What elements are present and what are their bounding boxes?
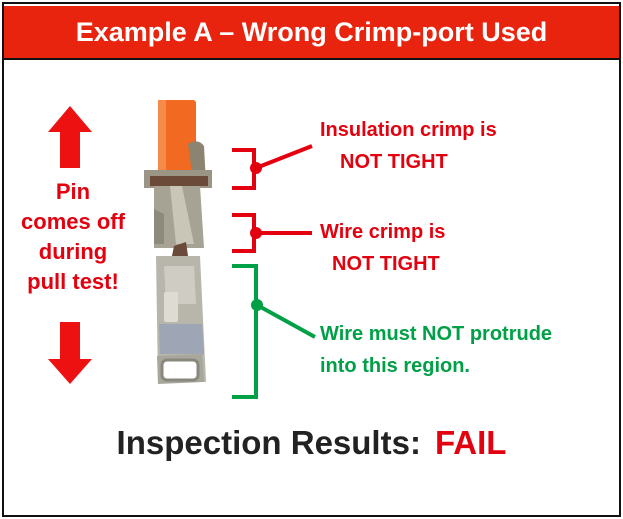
callout-status: NOT TIGHT <box>340 151 448 173</box>
result-label: Inspection Results: <box>116 424 421 461</box>
title-divider <box>4 58 619 60</box>
crimp-pin-photo <box>144 100 212 384</box>
protrude-region-bracket <box>232 264 316 399</box>
note-line: Pin <box>55 179 91 204</box>
wire-crimp-bracket <box>232 213 312 253</box>
callout-wire-crimp: Wire crimp is NOT TIGHT <box>320 216 445 280</box>
note-line: comes off <box>21 209 125 234</box>
result-status-badge: FAIL <box>434 424 507 461</box>
callout-protrude-region: Wire must NOT protrude into this region. <box>320 318 552 382</box>
callout-status: NOT TIGHT <box>332 253 440 275</box>
callout-insulation-crimp: Insulation crimp is NOT TIGHT <box>320 114 497 178</box>
callout-line: Insulation crimp is <box>320 119 497 141</box>
arrow-up-icon <box>48 106 92 168</box>
title-bar: Example A – Wrong Crimp-port Used <box>4 6 619 58</box>
callout-line: Wire must NOT protrude <box>320 323 553 345</box>
callout-line: Wire crimp is <box>320 221 446 243</box>
insulation-crimp-bracket <box>232 144 313 190</box>
inspection-result: Inspection Results: FAIL <box>4 424 619 462</box>
pull-test-note: Pin comes off during pull test! <box>4 177 142 297</box>
arrow-down-icon <box>48 322 92 384</box>
callout-line: into this region. <box>320 355 470 377</box>
diagram-graphics <box>48 100 316 399</box>
note-line: during <box>38 239 108 264</box>
note-line: pull test! <box>27 269 119 294</box>
